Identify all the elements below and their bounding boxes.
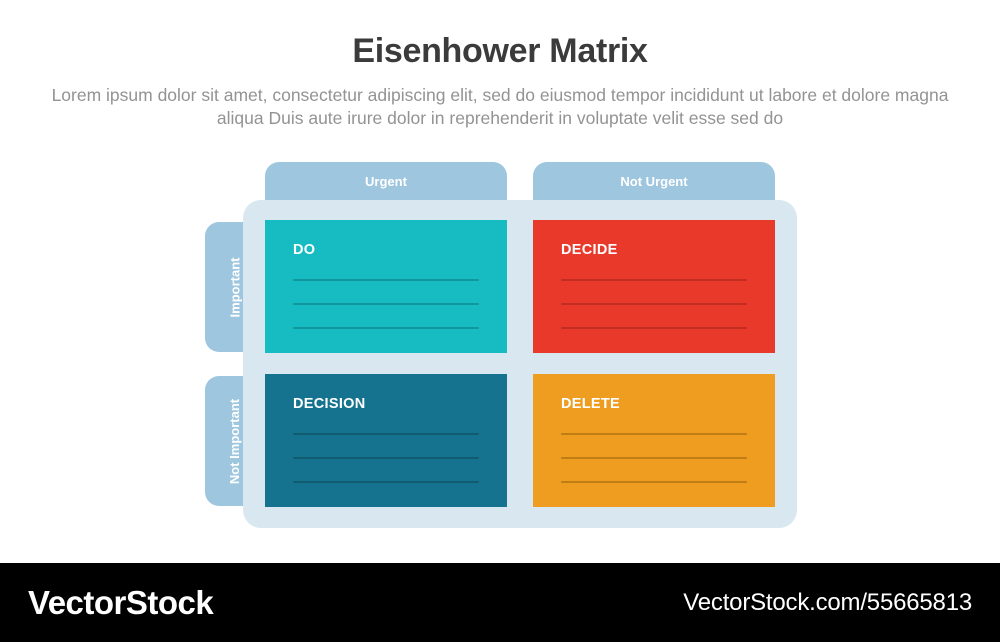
- quadrant-decide-lines: [561, 279, 753, 329]
- quadrant-decision-title: DECISION: [293, 396, 366, 412]
- quadrant-decide-title: DECIDE: [561, 242, 618, 258]
- quadrant-delete-lines: [561, 433, 753, 483]
- placeholder-line: [293, 279, 479, 281]
- placeholder-line: [561, 457, 747, 459]
- placeholder-line: [561, 481, 747, 483]
- placeholder-line: [561, 327, 747, 329]
- placeholder-line: [293, 457, 479, 459]
- row-label-not-important-text: Not Important: [227, 398, 243, 484]
- placeholder-line: [561, 279, 747, 281]
- column-header-not-urgent-label: Not Urgent: [620, 174, 688, 189]
- placeholder-line: [293, 327, 479, 329]
- quadrant-decision: DECISION: [265, 374, 507, 507]
- row-label-important-text: Important: [227, 257, 243, 317]
- quadrant-delete: DELETE: [533, 374, 775, 507]
- placeholder-line: [561, 303, 747, 305]
- column-header-urgent-label: Urgent: [365, 174, 407, 189]
- placeholder-line: [561, 433, 747, 435]
- placeholder-line: [293, 433, 479, 435]
- watermark-footer: VectorStock VectorStock.com/55665813: [0, 563, 1000, 642]
- page-title: Eisenhower Matrix: [352, 32, 648, 70]
- quadrant-do-lines: [293, 279, 485, 329]
- quadrant-decide: DECIDE: [533, 220, 775, 353]
- quadrant-delete-title: DELETE: [561, 396, 620, 412]
- quadrant-do: DO: [265, 220, 507, 353]
- quadrant-do-title: DO: [293, 242, 316, 258]
- vectorstock-url: VectorStock.com/55665813: [683, 588, 972, 616]
- vectorstock-logo: VectorStock: [28, 583, 214, 621]
- quadrant-decision-lines: [293, 433, 485, 483]
- page-subtitle: Lorem ipsum dolor sit amet, consectetur …: [51, 85, 949, 128]
- placeholder-line: [293, 303, 479, 305]
- placeholder-line: [293, 481, 479, 483]
